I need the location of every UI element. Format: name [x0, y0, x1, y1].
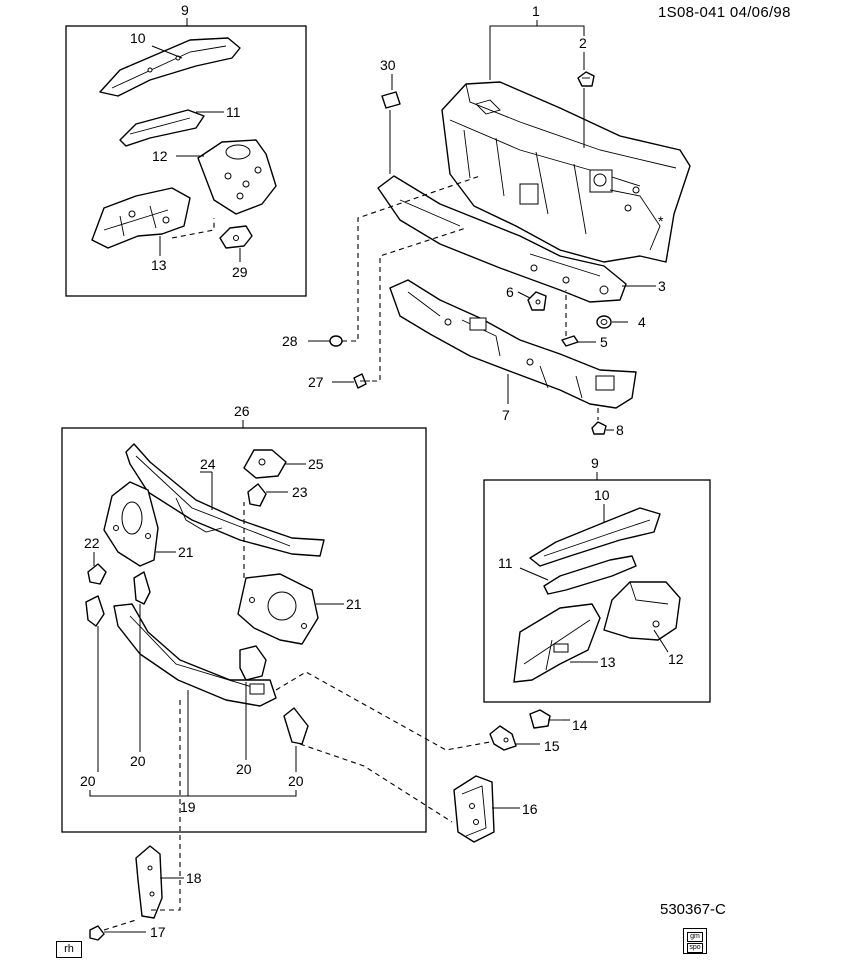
part-22-bracket: [87, 563, 107, 585]
part-12-strut-tower: [197, 139, 277, 215]
part-13-wheelhouse-panel-alt: [513, 603, 601, 683]
part-4-grommet: [596, 315, 612, 329]
callout-14: 14: [572, 717, 588, 733]
callout-3: 3: [658, 278, 666, 294]
part-29-bracket: [219, 225, 253, 249]
callout-15: 15: [544, 738, 560, 754]
part-30-clip: [381, 91, 401, 109]
callout-12-right: 12: [668, 651, 684, 667]
part-2-nut: [577, 71, 595, 87]
part-13-wheelhouse-panel: [91, 187, 191, 249]
callout-19: 19: [180, 799, 196, 815]
logo-line-2: spo: [687, 943, 703, 953]
gm-spo-logo: gm spo: [683, 928, 707, 954]
callout-30: 30: [380, 57, 396, 73]
callout-24: 24: [200, 456, 216, 472]
illustration-number: 530367-C: [660, 901, 726, 918]
callout-2: 2: [579, 35, 587, 51]
callout-4: 4: [638, 314, 646, 330]
part-7-lower-cross-member: [389, 279, 637, 409]
callout-11-top: 11: [226, 104, 241, 120]
part-28-grommet: [329, 335, 343, 347]
callout-18: 18: [186, 870, 202, 886]
callout-27: 27: [308, 374, 324, 390]
inset-box-radiator-support: [61, 427, 427, 833]
part-12-strut-tower-alt: [603, 581, 681, 641]
callout-17: 17: [150, 924, 166, 940]
callout-1: 1: [532, 3, 540, 19]
part-21-headlamp-mount-right: [237, 573, 319, 645]
callout-28: 28: [282, 333, 298, 349]
callout-21-right: 21: [346, 596, 362, 612]
callout-29: 29: [232, 264, 248, 280]
callout-21-left: 21: [178, 544, 194, 560]
callout-20-a: 20: [80, 773, 96, 789]
rh-badge: rh: [56, 941, 82, 958]
part-27-bolt: [353, 373, 370, 389]
part-20-bracket-b: [133, 571, 151, 605]
part-15-bracket: [489, 725, 517, 751]
part-10-upper-reinforcement: [99, 37, 241, 97]
part-20-bracket-c: [239, 645, 267, 681]
star-mark: *: [658, 213, 664, 229]
part-10-upper-reinforcement-alt: [529, 507, 661, 567]
document-code: 1S08-041 04/06/98: [658, 4, 791, 21]
callout-10-right: 10: [594, 487, 610, 503]
part-3-cowl-cross-member: [377, 175, 627, 303]
callout-20-c: 20: [236, 761, 252, 777]
part-17-bolt: [89, 925, 120, 941]
part-5-clip: [561, 335, 579, 347]
part-20-bracket-d: [283, 707, 309, 745]
callout-20-b: 20: [130, 753, 146, 769]
part-1-dash-panel: [441, 81, 691, 263]
logo-line-1: gm: [687, 932, 703, 942]
callout-7: 7: [502, 407, 510, 423]
part-16-panel: [453, 775, 495, 843]
callout-5: 5: [600, 334, 608, 350]
callout-9-top: 9: [181, 2, 189, 18]
part-6-bracket: [527, 291, 547, 311]
callout-23: 23: [292, 484, 308, 500]
callout-8: 8: [616, 422, 624, 438]
callout-13-top: 13: [151, 257, 167, 273]
callout-11-right: 11: [498, 555, 513, 571]
part-11-lower-reinforcement-alt: [543, 555, 637, 595]
callout-9-right: 9: [591, 455, 599, 471]
callout-10-top: 10: [130, 30, 146, 46]
part-14-bolt: [529, 709, 562, 729]
callout-6: 6: [506, 284, 514, 300]
callout-22: 22: [84, 535, 100, 551]
callout-16: 16: [522, 801, 538, 817]
part-25-bracket: [243, 449, 287, 479]
callout-12-top: 12: [152, 148, 168, 164]
part-18-support-bracket: [135, 845, 163, 919]
part-8-nut: [591, 421, 607, 435]
part-24-upper-tie-bar: [125, 443, 325, 557]
part-11-lower-reinforcement: [119, 109, 205, 147]
callout-20-d: 20: [288, 773, 304, 789]
callout-13-right: 13: [600, 654, 616, 670]
part-23-bracket: [247, 483, 267, 507]
callout-26: 26: [234, 403, 250, 419]
part-20-bracket-a: [85, 595, 105, 627]
part-21-headlamp-mount-left: [103, 481, 159, 567]
callout-25: 25: [308, 456, 324, 472]
inset-box-front-apron: [65, 25, 307, 297]
